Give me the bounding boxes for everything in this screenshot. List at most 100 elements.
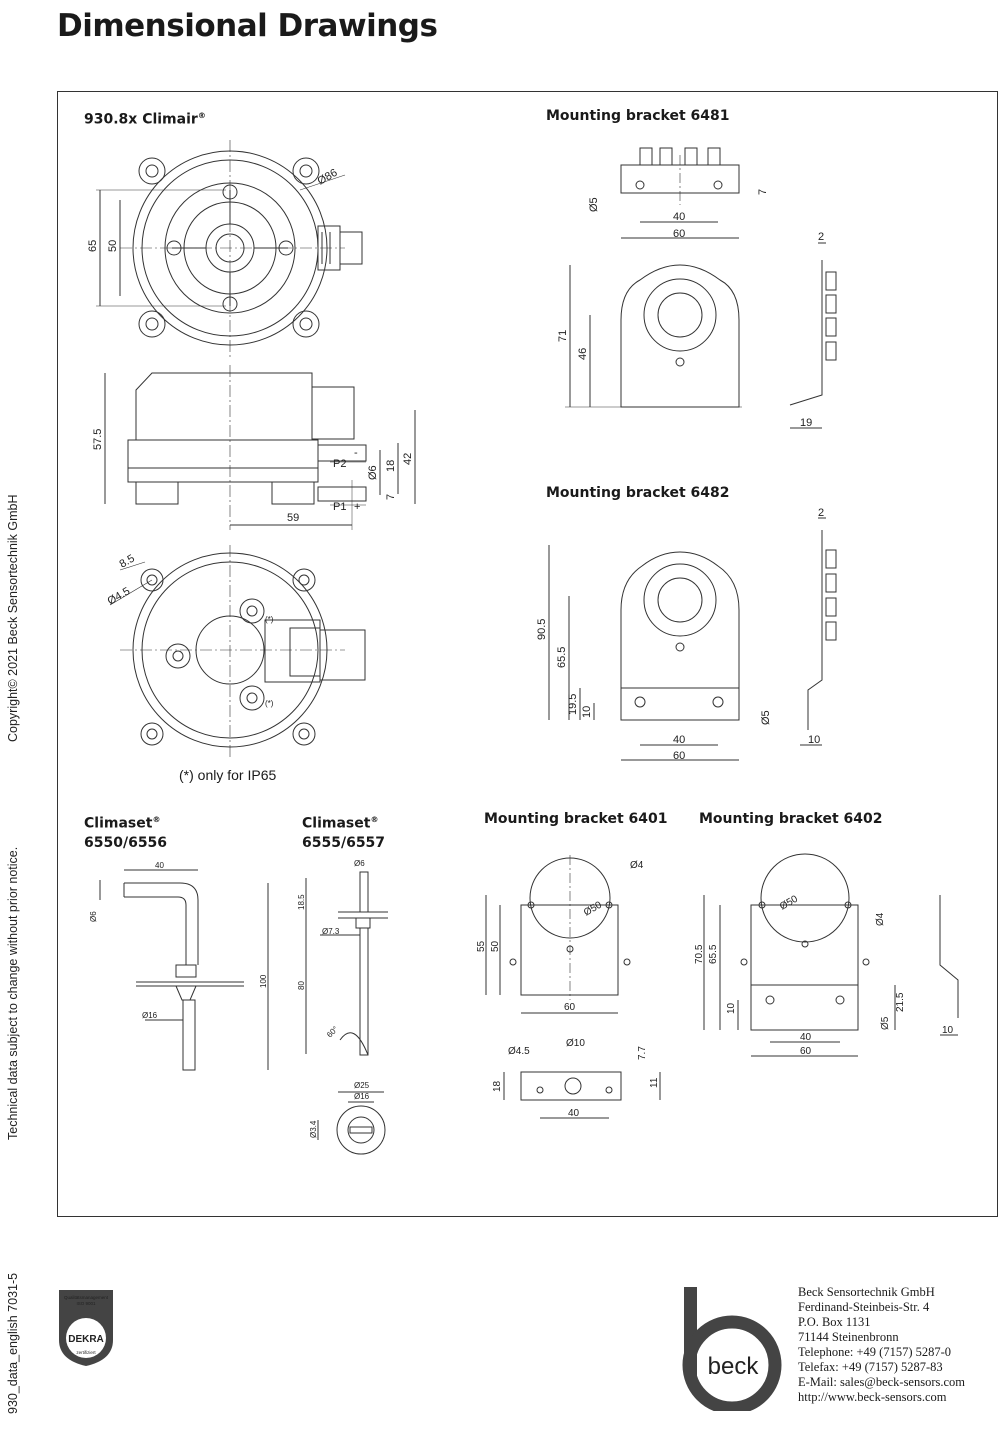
cb-dim-18-5: 18.5 — [297, 894, 306, 910]
dim-42: 42 — [402, 453, 414, 465]
climaset-6555-drawing — [305, 871, 388, 1155]
b02-dim-10-side: 10 — [942, 1025, 954, 1036]
dekra-line1: Qualitätsmanagement — [64, 1295, 109, 1300]
drawing-frame — [57, 91, 998, 1217]
cb-dim-d25: Ø25 — [354, 1081, 370, 1090]
climair-bottom-view — [109, 545, 366, 760]
b01-dim-d50: Ø50 — [582, 899, 604, 918]
b82-dim-d5: Ø5 — [760, 710, 772, 725]
b01-dim-18: 18 — [492, 1080, 503, 1092]
marker-star-2: (*) — [265, 699, 274, 708]
ip65-note: (*) only for IP65 — [179, 767, 277, 783]
dekra-line2: ISO 9001 — [76, 1301, 96, 1306]
cb-dim-80: 80 — [297, 981, 306, 990]
bracket-6481-drawing — [565, 147, 837, 429]
ca-dim-40: 40 — [155, 861, 164, 870]
b02-dim-d4: Ø4 — [875, 912, 886, 926]
dim-57-5: 57.5 — [92, 429, 104, 450]
dim-65: 65 — [87, 240, 99, 252]
b81-dim-40: 40 — [673, 211, 685, 223]
b82-dim-60: 60 — [673, 750, 685, 762]
b01-dim-60: 60 — [564, 1002, 576, 1013]
page-title: Dimensional Drawings — [57, 8, 438, 44]
cb-dim-d6: Ø6 — [354, 859, 365, 868]
beck-logo: beck — [682, 1285, 782, 1415]
b81-dim-71: 71 — [557, 330, 569, 342]
cb-dim-d3-4: Ø3.4 — [309, 1120, 318, 1138]
company-city: 71144 Steinenbronn — [798, 1330, 899, 1344]
bracket-6402-drawing — [703, 853, 959, 1057]
dim-59: 59 — [287, 512, 299, 524]
port-p2-sign: - — [354, 447, 358, 459]
company-website[interactable]: http://www.beck-sensors.com — [798, 1390, 947, 1404]
climair-side-view — [104, 365, 416, 530]
b02-dim-d5: Ø5 — [880, 1016, 891, 1030]
heading-climaset-6555: Climaset®6555/6557 — [302, 815, 386, 851]
climair-top-view — [96, 140, 363, 360]
b02-dim-60: 60 — [800, 1046, 812, 1057]
port-p1-sign: + — [354, 501, 360, 513]
company-telephone: Telephone: +49 (7157) 5287-0 — [798, 1345, 952, 1359]
heading-climaset-6550: Climaset®6550/6556 — [84, 815, 168, 851]
company-telefax: Telefax: +49 (7157) 5287-83 — [798, 1360, 943, 1374]
company-name: Beck Sensortechnik GmbH — [798, 1285, 935, 1299]
company-email[interactable]: E-Mail: sales@beck-sensors.com — [798, 1375, 966, 1389]
b02-dim-40: 40 — [800, 1032, 812, 1043]
b82-dim-2: 2 — [818, 507, 824, 519]
dim-d6: Ø6 — [367, 465, 379, 480]
ca-dim-d16: Ø16 — [142, 1011, 158, 1020]
company-address: Beck Sensortechnik GmbH Ferdinand-Steinb… — [798, 1285, 965, 1405]
b82-dim-65-5: 65.5 — [556, 647, 568, 668]
dim-d4-5: Ø4.5 — [106, 585, 133, 607]
dim-50: 50 — [107, 240, 119, 252]
cb-dim-d16: Ø16 — [354, 1092, 370, 1101]
cb-dim-d7-3: Ø7.3 — [322, 927, 340, 936]
b01-dim-55: 55 — [476, 940, 487, 952]
cb-dim-60deg: 60° — [325, 1024, 340, 1039]
dekra-certification-seal: Qualitätsmanagement ISO 9001 DEKRA zerti… — [57, 1288, 115, 1368]
marker-star-1: (*) — [265, 615, 274, 624]
b01-dim-7-7: 7.7 — [637, 1046, 648, 1060]
b82-dim-19-5: 19.5 — [567, 694, 579, 715]
company-pobox: P.O. Box 1131 — [798, 1315, 871, 1329]
b81-dim-19: 19 — [800, 417, 812, 429]
port-p2: P2 — [333, 458, 346, 470]
dekra-brand: DEKRA — [68, 1334, 104, 1345]
b82-dim-40: 40 — [673, 734, 685, 746]
b81-dim-60: 60 — [673, 228, 685, 240]
b02-dim-10: 10 — [726, 1002, 737, 1014]
dim-8-5: 8.5 — [118, 553, 137, 571]
b81-dim-2: 2 — [818, 231, 824, 243]
heading-bracket-6481: Mounting bracket 6481 — [546, 108, 730, 124]
b82-dim-10-side: 10 — [808, 734, 820, 746]
dim-18: 18 — [385, 460, 397, 472]
dekra-line3: zertifiziert — [76, 1350, 96, 1355]
beck-logo-text: beck — [708, 1353, 760, 1380]
b81-dim-d5: Ø5 — [588, 197, 600, 212]
b01-dim-d4: Ø4 — [630, 860, 644, 871]
b81-dim-46: 46 — [577, 348, 589, 360]
dim-7: 7 — [385, 494, 397, 500]
b01-dim-11: 11 — [649, 1077, 660, 1088]
port-p1: P1 — [333, 501, 346, 513]
b82-dim-90-5: 90.5 — [536, 619, 548, 640]
climaset-6550-drawing — [99, 869, 269, 1071]
b02-dim-65-5: 65.5 — [708, 944, 719, 964]
heading-bracket-6402: Mounting bracket 6402 — [699, 811, 883, 827]
b81-dim-7: 7 — [757, 189, 769, 195]
b02-dim-70-5: 70.5 — [694, 944, 705, 964]
b01-dim-40: 40 — [568, 1108, 580, 1119]
bracket-6482-drawing — [548, 517, 837, 761]
ca-dim-d6: Ø6 — [89, 911, 98, 922]
b82-dim-10: 10 — [581, 706, 593, 718]
b01-dim-d4-5: Ø4.5 — [508, 1046, 530, 1057]
company-street: Ferdinand-Steinbeis-Str. 4 — [798, 1300, 930, 1314]
ca-dim-100: 100 — [259, 974, 268, 988]
b02-dim-d50: Ø50 — [778, 893, 800, 912]
b01-dim-d10: Ø10 — [566, 1038, 585, 1049]
b02-dim-21-5: 21.5 — [895, 992, 906, 1012]
bracket-6401-drawing — [485, 855, 661, 1119]
heading-bracket-6401: Mounting bracket 6401 — [484, 811, 668, 827]
heading-bracket-6482: Mounting bracket 6482 — [546, 485, 730, 501]
